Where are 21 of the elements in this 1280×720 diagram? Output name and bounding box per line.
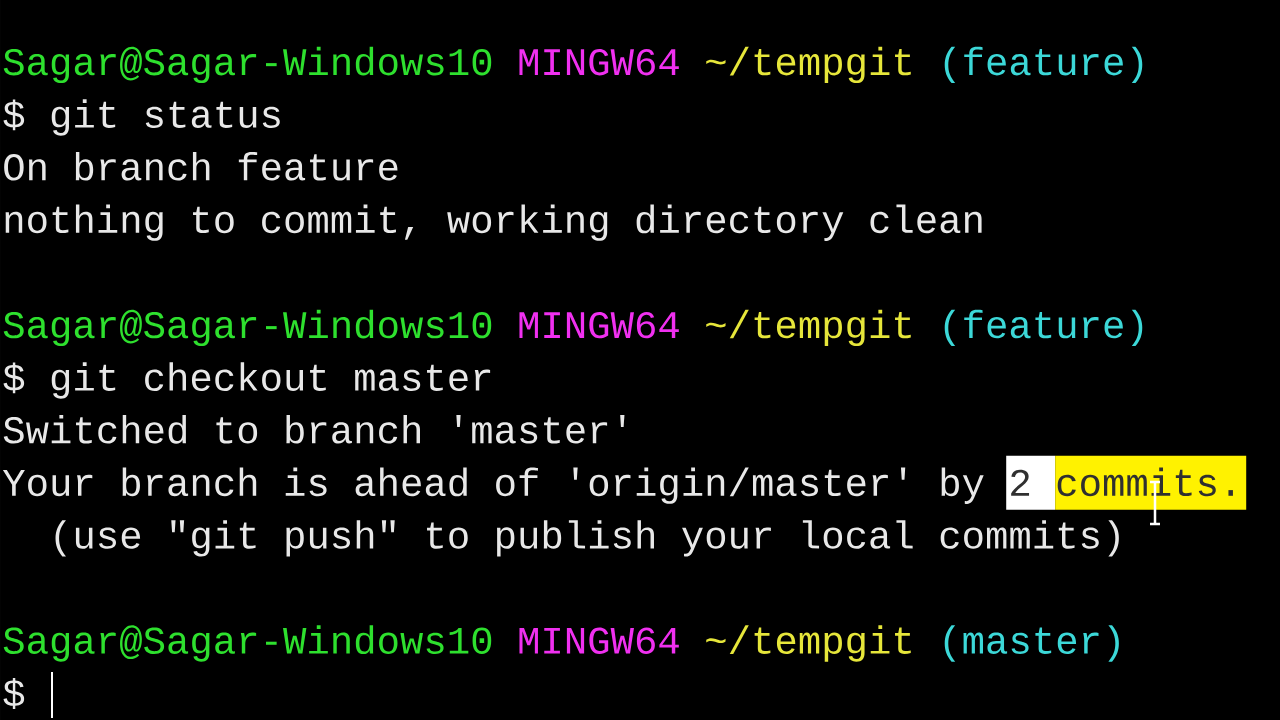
- prompt-user: Sagar@Sagar-Windows10: [3, 46, 492, 84]
- prompt-branch: (feature): [944, 309, 1143, 347]
- output-text: Your branch is ahead of 'origin/master' by: [2, 467, 984, 504]
- prompt-symbol: $: [3, 678, 25, 709]
- prompt-path: ~/tempgit: [706, 625, 911, 662]
- selected-text: 2 commits.: [1006, 455, 1247, 510]
- command-text: $ git status: [3, 99, 280, 136]
- output-text: Switched to branch 'master': [3, 414, 625, 444]
- output-text: (use "git push" to publish your local commits): [55, 520, 1119, 557]
- output-text: nothing to commit, working directory clean: [5, 204, 982, 241]
- prompt-user: Sagar@Sagar-Windows10: [3, 309, 492, 347]
- command-text: $ git checkout master: [3, 362, 491, 399]
- prompt-path: ~/tempgit: [706, 309, 911, 347]
- prompt-path: ~/tempgit: [706, 46, 911, 84]
- prompt-system: MINGW64: [519, 311, 679, 339]
- prompt-user: Sagar@Sagar-Windows10: [3, 625, 492, 662]
- prompt-system: MINGW64: [519, 627, 679, 654]
- prompt-branch: (master): [944, 625, 1119, 662]
- output-text: On branch feature: [4, 151, 398, 181]
- prompt-system: MINGW64: [519, 48, 679, 76]
- prompt-branch: (feature): [944, 46, 1143, 84]
